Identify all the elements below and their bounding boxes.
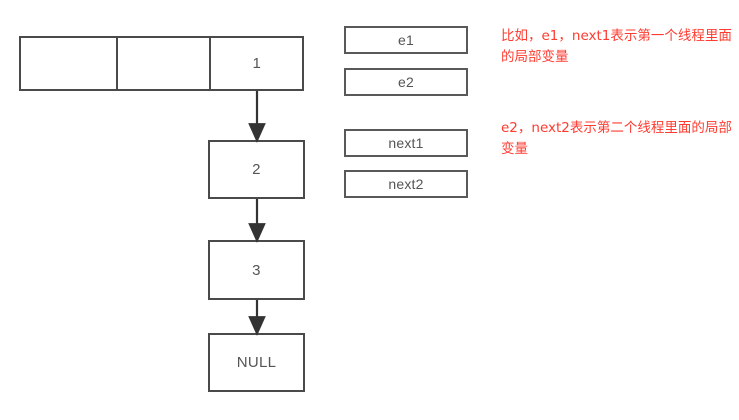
head-cell-empty-2 [115,38,210,89]
linked-list-head-row: 1 [19,36,304,91]
annotation-thread-two: e2，next2表示第二个线程里面的局部变量 [501,120,732,157]
variable-box-e1: e1 [344,26,468,54]
head-cell-node-1: 1 [209,38,302,89]
annotation-thread-one: 比如，e1，next1表示第一个线程里面的局部变量 [501,28,732,65]
variable-box-next2: next2 [344,170,468,198]
list-node-2: 2 [208,140,305,199]
variable-box-e2: e2 [344,68,468,96]
variable-box-next1: next1 [344,129,468,157]
head-cell-empty-1 [21,38,116,89]
list-node-3: 3 [208,240,305,300]
list-node-null: NULL [208,333,305,392]
